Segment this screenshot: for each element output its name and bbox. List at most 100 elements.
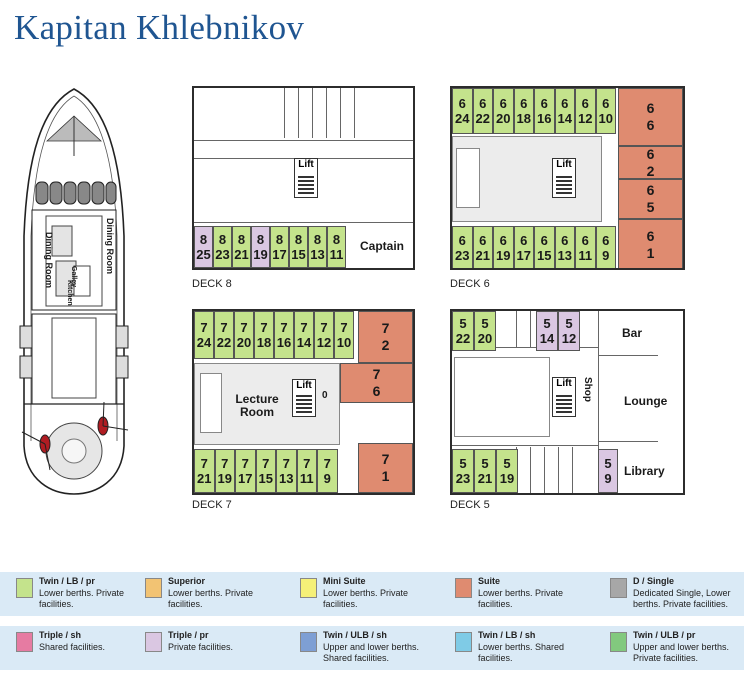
deck-8-label: DECK 8 — [192, 278, 232, 290]
legend-description: Lower berths. Private facilities. — [323, 588, 409, 609]
crane-icon — [21, 401, 129, 471]
legend-title: Twin / LB / pr — [39, 576, 95, 586]
deck-7-lift: Lift — [292, 379, 316, 417]
helipad-icon — [45, 422, 103, 480]
legend-swatch — [610, 632, 627, 652]
deck-7-label: DECK 7 — [192, 499, 232, 511]
legend-swatch — [455, 632, 472, 652]
legend-title: Superior — [168, 576, 206, 586]
deck-6-lift: Lift — [552, 158, 576, 198]
legend-title: Twin / ULB / pr — [633, 630, 696, 640]
deck-5-shop: Shop — [582, 377, 593, 402]
legend-swatch — [300, 578, 317, 598]
legend-description: Lower berths. Private facilities. — [478, 588, 564, 609]
legend-title: Twin / ULB / sh — [323, 630, 387, 640]
deck-7-zero: 0 — [322, 390, 328, 401]
legend-swatch — [300, 632, 317, 652]
deck-5-label: DECK 5 — [450, 499, 490, 511]
ship-outline-diagram — [19, 88, 129, 495]
legend-description: Dedicated Single, Lower berths. Private … — [633, 588, 731, 609]
legend-title: Suite — [478, 576, 501, 586]
legend-title: Mini Suite — [323, 576, 366, 586]
deck-5-bar: Bar — [622, 326, 643, 340]
lifeboats-icon — [35, 181, 117, 205]
legend-description: Lower berths. Shared facilities. — [478, 642, 565, 663]
legend-swatch — [145, 632, 162, 652]
ship-galley: Galley — [70, 266, 77, 288]
ship-dining-room-right: Dining Room — [105, 218, 115, 274]
deck-5-lift: Lift — [552, 377, 576, 417]
deck-7-lecture-room: Lecture Room — [235, 392, 279, 419]
legend-swatch — [610, 578, 627, 598]
legend-title: Triple / pr — [168, 630, 209, 640]
deck-5-lounge: Lounge — [624, 394, 668, 408]
page-title: Kapitan Khlebnikov — [14, 8, 305, 47]
legend-swatch — [16, 578, 33, 598]
legend-description: Private facilities. — [168, 642, 234, 652]
legend-description: Upper and lower berths. Shared facilitie… — [323, 642, 420, 663]
deck-8-captain: Captain — [360, 239, 405, 253]
legend-title: Triple / sh — [39, 630, 82, 640]
legend-description: Shared facilities. — [39, 642, 106, 652]
ship-dining-room-left: Dining Room — [44, 232, 54, 288]
legend-title: D / Single — [633, 576, 675, 586]
legend-swatch — [145, 578, 162, 598]
legend-title: Twin / LB / sh — [478, 630, 536, 640]
legend-swatch — [16, 632, 33, 652]
legend-swatch — [455, 578, 472, 598]
deck-6-label: DECK 6 — [450, 278, 490, 290]
deck-8-lift: Lift — [294, 158, 318, 198]
legend-description: Lower berths. Private facilities. — [39, 588, 125, 609]
legend-description: Upper and lower berths. Private faciliti… — [633, 642, 730, 663]
